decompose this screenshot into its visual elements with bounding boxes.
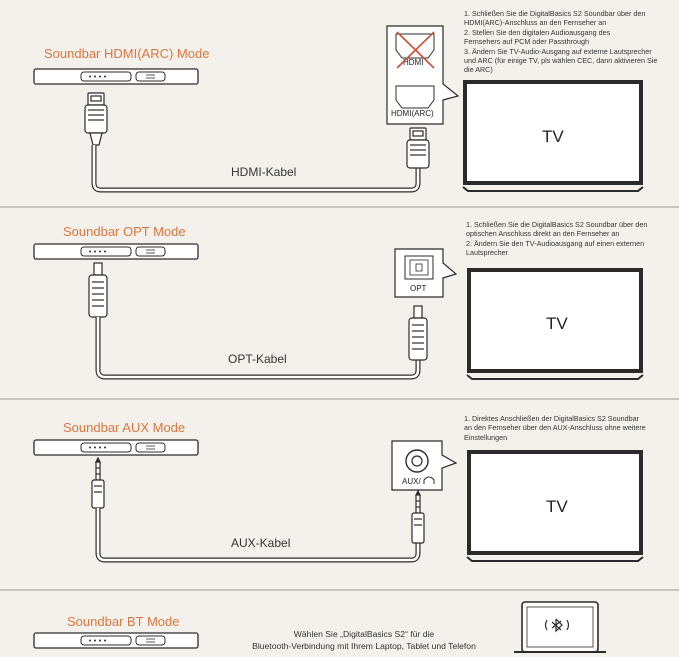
- hdmi-port-callout: HDMI HDMI(ARC): [386, 25, 460, 125]
- optical-plug-icon: [408, 305, 428, 361]
- aux-port-callout: AUX/: [391, 440, 458, 491]
- tv-label: TV: [546, 497, 568, 516]
- bluetooth-icon: [544, 618, 570, 633]
- tv-icon: TV: [462, 80, 644, 192]
- aux-plug-icon: [91, 456, 105, 509]
- tv-label: TV: [542, 127, 564, 146]
- aux-panel: Soundbar AUX Mode 1. Direktes Anschließe…: [0, 400, 679, 590]
- headphone-icon: [423, 476, 435, 484]
- bt-panel: Soundbar BT Mode Wählen Sie „DigitalBasi…: [0, 591, 679, 657]
- tv-icon: TV: [466, 450, 644, 562]
- hdmi-mode-title: Soundbar HDMI(ARC) Mode: [44, 46, 210, 61]
- tv-label: TV: [546, 314, 568, 333]
- hdmi-plug-icon: [84, 92, 108, 146]
- hdmi-arc-label: HDMI(ARC): [391, 109, 434, 118]
- section-divider: [0, 398, 679, 400]
- aux-diagram: AUX/ TV: [33, 439, 644, 563]
- opt-diagram: OPT TV: [33, 243, 644, 380]
- hdmi-crossed-label: HDMI: [403, 58, 423, 67]
- opt-mode-title: Soundbar OPT Mode: [63, 224, 186, 239]
- optical-plug-icon: [88, 262, 108, 318]
- hdmi-diagram: HDMI HDMI(ARC) TV: [33, 25, 644, 193]
- opt-port-label: OPT: [410, 284, 427, 293]
- section-divider: [0, 206, 679, 208]
- opt-cable-label: OPT-Kabel: [228, 352, 287, 366]
- bt-diagram: [33, 601, 606, 653]
- aux-cable-label: AUX-Kabel: [231, 536, 291, 550]
- soundbar-icon: [33, 632, 199, 649]
- bt-instructions: Wählen Sie „DigitalBasics S2“ für die Bl…: [252, 629, 476, 651]
- aux-instructions: 1. Direktes Anschließen der DigitalBasic…: [464, 414, 646, 442]
- tv-icon: TV: [466, 268, 644, 380]
- hdmi-cable-label: HDMI-Kabel: [231, 165, 297, 179]
- opt-instructions: 1. Schließen Sie die DigitalBasics S2 So…: [466, 220, 648, 258]
- aux-port-label: AUX/: [402, 477, 421, 486]
- hdmi-plug-icon: [406, 127, 430, 169]
- hdmi-instructions: 1. Schließen Sie die DigitalBasics S2 So…: [464, 9, 658, 75]
- hdmi-panel: Soundbar HDMI(ARC) Mode 1. Schließen Sie…: [0, 0, 679, 207]
- laptop-icon: [514, 601, 606, 653]
- section-divider: [0, 589, 679, 591]
- aux-mode-title: Soundbar AUX Mode: [63, 420, 186, 435]
- opt-port-callout: OPT: [394, 248, 458, 298]
- soundbar-icon: [33, 68, 199, 85]
- soundbar-icon: [33, 439, 199, 456]
- opt-panel: Soundbar OPT Mode 1. Schließen Sie die D…: [0, 208, 679, 398]
- bt-mode-title: Soundbar BT Mode: [67, 614, 180, 629]
- aux-plug-icon: [411, 489, 425, 544]
- soundbar-icon: [33, 243, 199, 260]
